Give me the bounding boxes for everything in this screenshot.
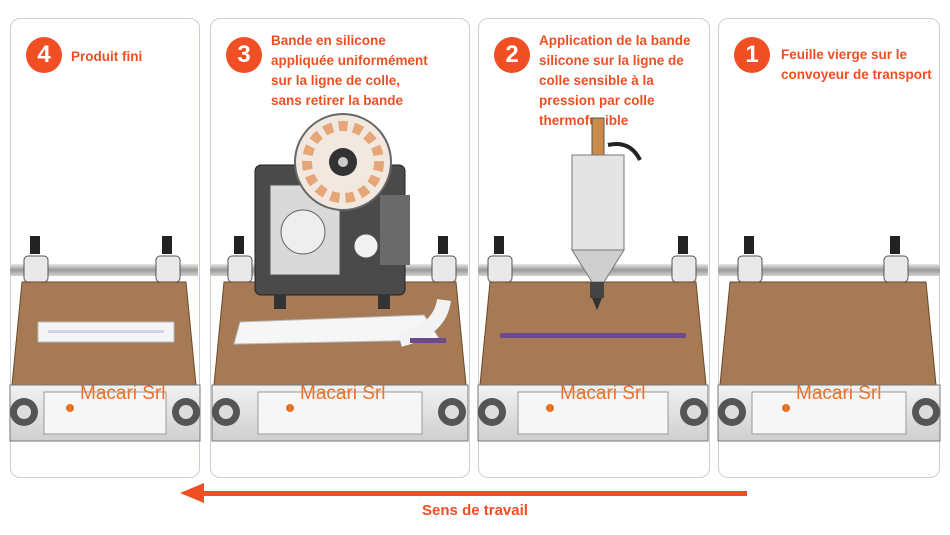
brand-logo-icon — [546, 404, 554, 412]
step-1-line: convoyeur de transport — [781, 67, 932, 82]
machine-icon-1 — [717, 236, 941, 442]
flow-direction-label: Sens de travail — [422, 502, 528, 519]
glue-gun-icon — [571, 117, 642, 310]
step-3-line: Bande en silicone — [271, 33, 386, 48]
step-2-line: colle sensible à la — [539, 73, 654, 88]
brand-label: Macari Srl — [796, 383, 882, 404]
step-4-number: 4 — [26, 37, 62, 73]
step-2-text: Application de la bande silicone sur la … — [539, 31, 691, 131]
step-2-number: 2 — [494, 37, 530, 73]
step-3-number: 3 — [226, 37, 262, 73]
step-2-line: pression par colle — [539, 93, 655, 108]
step-2-line: thermofusible — [539, 113, 629, 128]
machine-icon-3 — [210, 113, 469, 442]
brand-label: Macari Srl — [300, 383, 386, 404]
step-3-line: appliquée uniformément — [271, 53, 428, 68]
step-1-number: 1 — [734, 37, 770, 73]
brand-label: Macari Srl — [560, 383, 646, 404]
brand-label: Macari Srl — [80, 383, 166, 404]
step-3-line: sans retirer la bande — [271, 93, 404, 108]
brand-logo-icon — [286, 404, 294, 412]
step-2-line: silicone sur la ligne de — [539, 53, 684, 68]
step-1-line: Feuille vierge sur le — [781, 47, 908, 62]
step-3-text: Bande en silicone appliquée uniformément… — [271, 31, 428, 111]
step-3-line: sur la ligne de colle, — [271, 73, 401, 88]
brand-logo-icon — [782, 404, 790, 412]
machine-icon-2 — [477, 117, 709, 442]
step-4-text: Produit fini — [71, 47, 142, 67]
brand-logo-icon — [66, 404, 74, 412]
flow-arrow-line — [200, 491, 747, 496]
tape-applicator-icon — [254, 113, 410, 309]
machine-icon-4 — [9, 236, 201, 442]
step-2-line: Application de la bande — [539, 33, 691, 48]
arrow-left-icon — [180, 483, 204, 503]
step-4-line: Produit fini — [71, 49, 143, 64]
step-1-text: Feuille vierge sur le convoyeur de trans… — [781, 45, 932, 85]
